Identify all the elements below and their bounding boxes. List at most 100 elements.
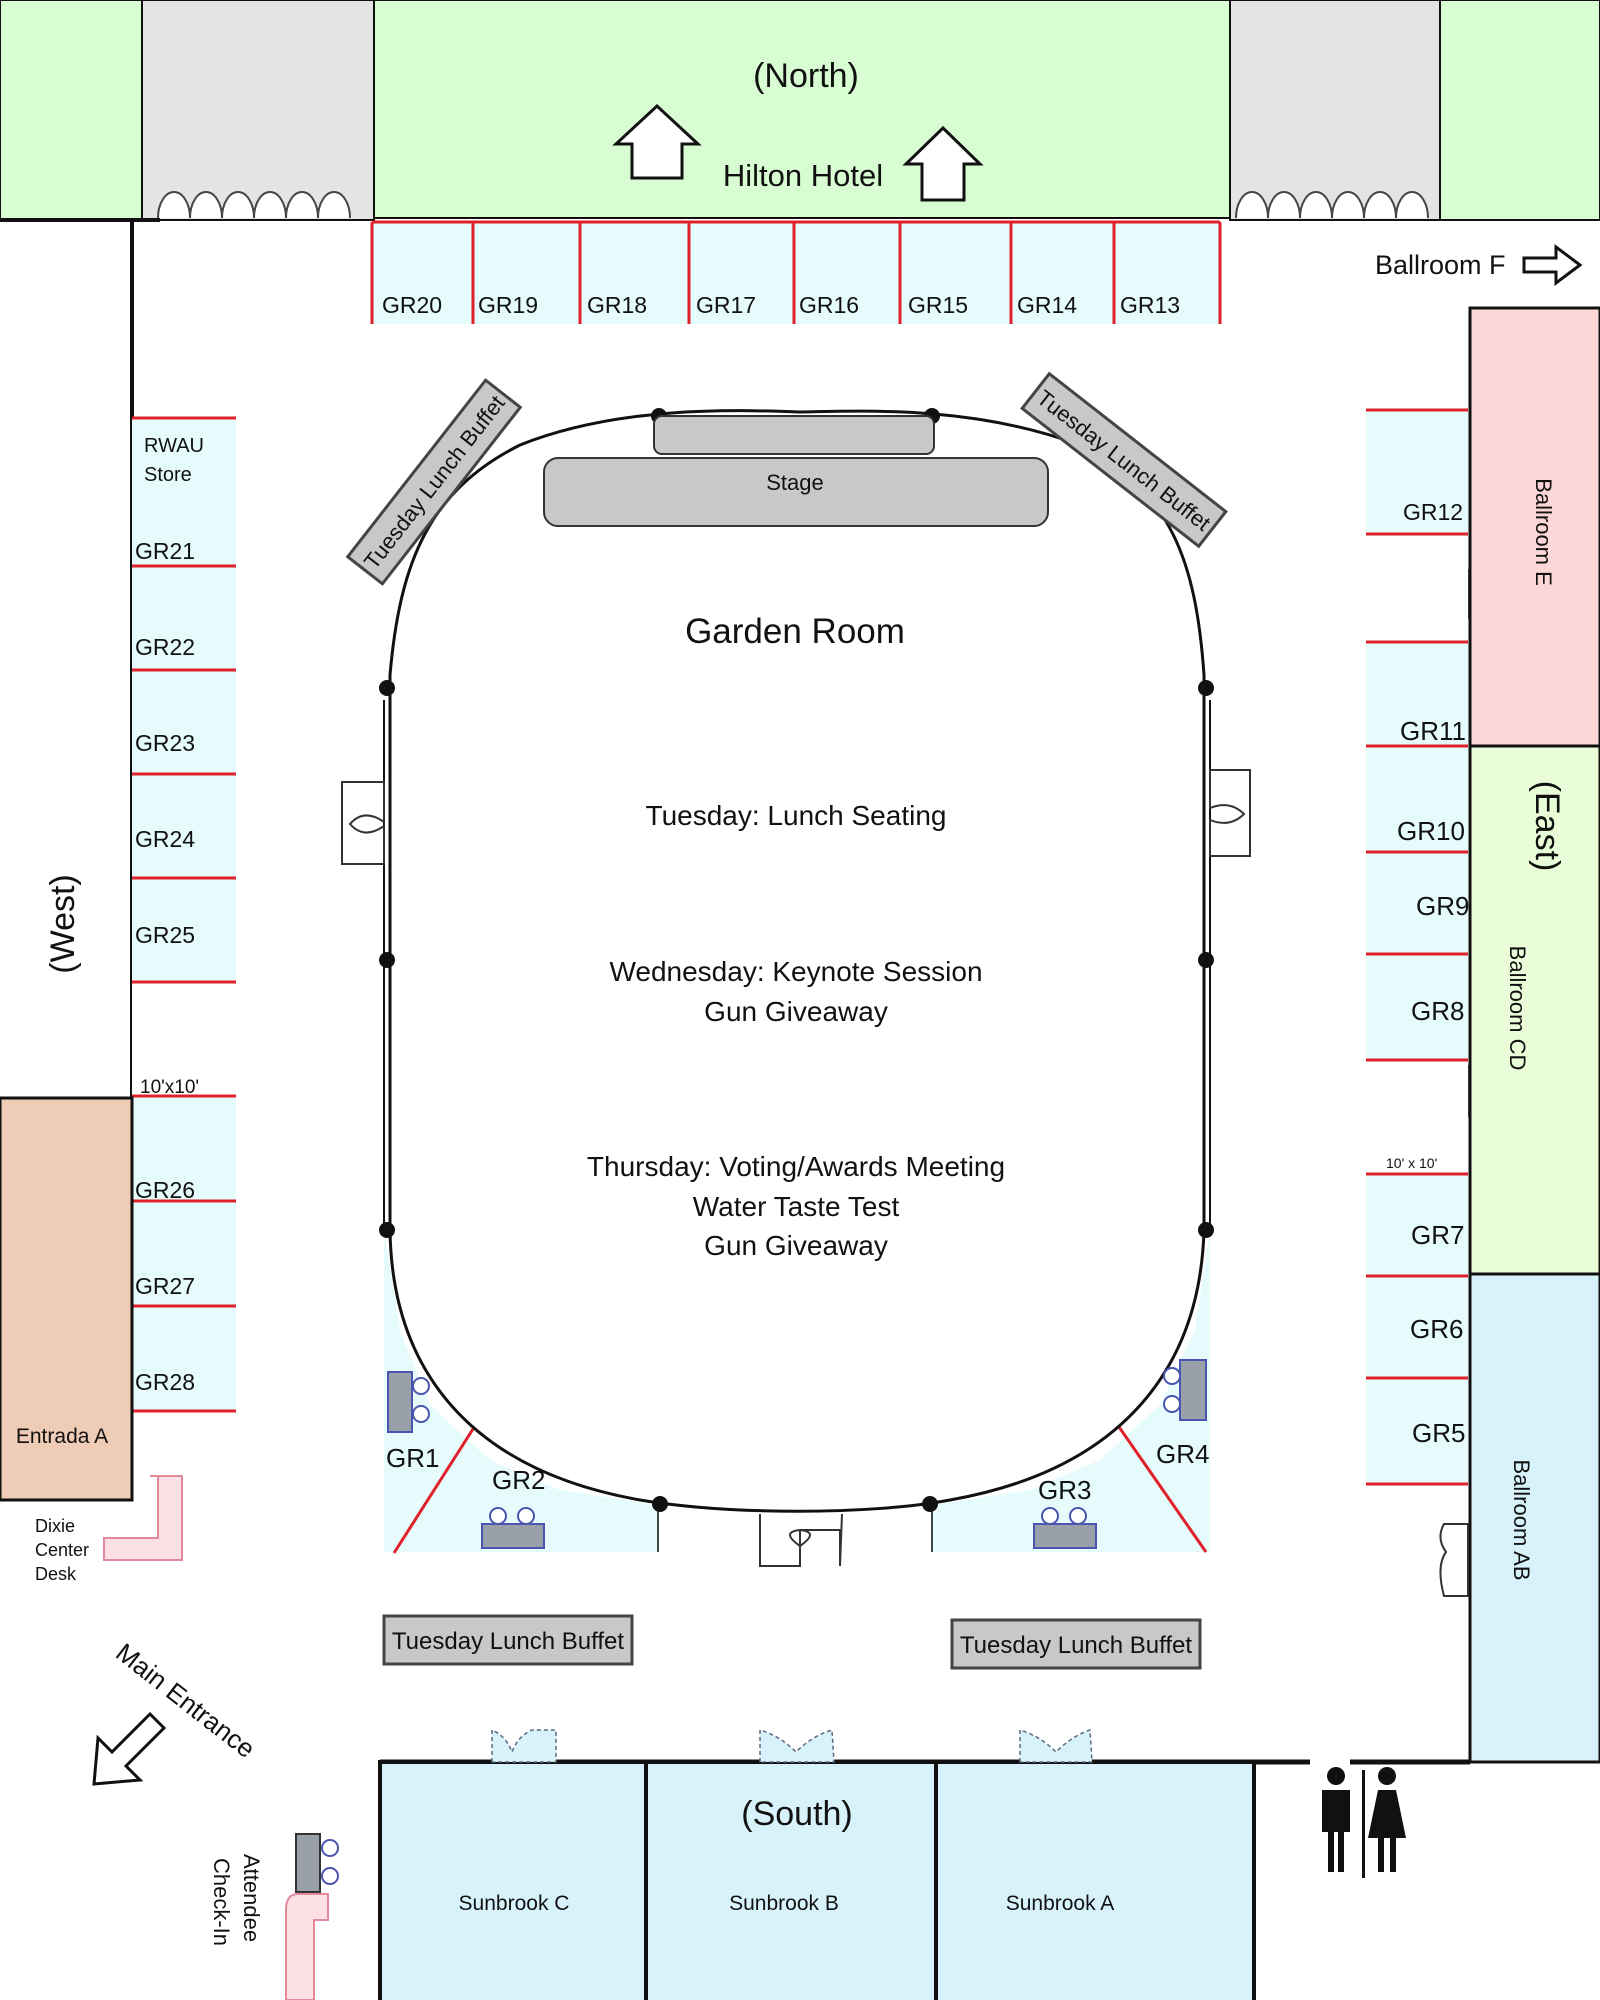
booth-gr17[interactable]: GR17	[696, 292, 756, 318]
sunbrook-c-label: Sunbrook C	[459, 1892, 570, 1915]
north-gray-right	[1229, 0, 1441, 221]
booth-gr19[interactable]: GR19	[478, 292, 538, 318]
booth-gr27[interactable]: GR27	[135, 1273, 195, 1299]
gr3-gr4-booth-area	[932, 1230, 1210, 1552]
booth-divider	[1108, 1413, 1208, 1553]
booth-gr6[interactable]: GR6	[1410, 1314, 1463, 1344]
booth-gr24[interactable]: GR24	[135, 826, 195, 852]
north-green-left	[0, 0, 143, 221]
booth-gr15[interactable]: GR15	[908, 292, 968, 318]
booth-gr9[interactable]: GR9	[1416, 891, 1469, 921]
booth-gr3[interactable]: GR3	[1038, 1475, 1091, 1505]
north-label: (North)	[753, 57, 859, 95]
sunbrook-a-door[interactable]	[1019, 1728, 1093, 1763]
rwau-store-label[interactable]: Store	[144, 464, 192, 486]
gr1-gr2-booth-area	[384, 1230, 658, 1552]
gr1-table	[387, 1371, 413, 1433]
north-doors-left	[157, 191, 351, 219]
booth-gr13[interactable]: GR13	[1120, 292, 1180, 318]
booth-gr4[interactable]: GR4	[1156, 1439, 1209, 1469]
pillar	[1198, 680, 1214, 696]
sunbrook-a-label: Sunbrook A	[1006, 1892, 1115, 1915]
ballroom-ab	[1468, 1272, 1600, 1764]
chair-icon	[1069, 1507, 1087, 1525]
garden-door-west[interactable]	[341, 781, 385, 865]
booth-gr18[interactable]: GR18	[587, 292, 647, 318]
right-arrow-icon	[1522, 244, 1583, 286]
chair-icon	[1163, 1395, 1181, 1413]
ballroom-ab-door[interactable]	[1439, 1523, 1469, 1597]
attendee-checkin-label: Check-In	[209, 1858, 234, 1946]
stage	[543, 457, 1049, 527]
garden-door-south[interactable]	[759, 1513, 843, 1567]
west-booth-column	[132, 418, 236, 1412]
dixie-desk-label: Center	[35, 1540, 89, 1560]
attendee-checkin-label: Attendee	[239, 1854, 264, 1942]
up-arrow-icon	[612, 103, 702, 180]
schedule-thursday: Water Taste Test	[693, 1191, 900, 1222]
ballroom-e	[1468, 306, 1600, 748]
garden-door-east[interactable]	[1209, 769, 1251, 857]
stage-top	[653, 415, 935, 455]
ballroom-ab-label: Ballroom AB	[1509, 1459, 1534, 1580]
booth-gr26[interactable]: GR26	[135, 1177, 195, 1203]
chair-icon	[489, 1507, 507, 1525]
down-left-arrow-icon[interactable]	[92, 1711, 167, 1786]
schedule-tuesday: Tuesday: Lunch Seating	[646, 800, 947, 831]
checkin-table	[295, 1833, 321, 1893]
sunbrook-c	[378, 1760, 648, 2000]
buffet-south-left	[382, 1614, 634, 1666]
booth-gr22[interactable]: GR22	[135, 634, 195, 660]
restroom-icon	[1322, 1767, 1406, 1878]
booth-gr10[interactable]: GR10	[1397, 816, 1465, 846]
west-label: (West)	[44, 874, 82, 973]
chair-icon	[1163, 1367, 1181, 1385]
north-green-right	[1439, 0, 1600, 221]
buffet-label: Tuesday Lunch Buffet	[960, 1632, 1192, 1659]
chair-icon	[321, 1867, 339, 1885]
gr2-table	[481, 1523, 545, 1549]
rwau-store-label[interactable]: RWAU	[144, 435, 204, 457]
pillar	[652, 1496, 668, 1512]
dixie-desk-label: Desk	[35, 1564, 77, 1584]
schedule-thursday: Gun Giveaway	[704, 1230, 888, 1261]
chair-icon	[517, 1507, 535, 1525]
east-booth-gap	[1366, 536, 1468, 642]
booth-gr5[interactable]: GR5	[1412, 1418, 1465, 1448]
booth-gr16[interactable]: GR16	[799, 292, 859, 318]
booth-gr21[interactable]: GR21	[135, 538, 195, 564]
pillar	[379, 680, 395, 696]
booth-gr28[interactable]: GR28	[135, 1369, 195, 1395]
booth-gr11[interactable]: GR11	[1400, 716, 1466, 746]
booth-gr23[interactable]: GR23	[135, 730, 195, 756]
booth-gr12[interactable]: GR12	[1403, 499, 1463, 525]
entrada-a-room	[0, 1096, 134, 1502]
booth-gr2[interactable]: GR2	[492, 1465, 545, 1495]
booth-divider	[392, 1417, 482, 1554]
garden-room-outline	[388, 409, 1206, 1513]
chair-icon	[412, 1405, 430, 1423]
entrada-a-label: Entrada A	[16, 1425, 108, 1448]
sunbrook-c-door[interactable]	[491, 1728, 557, 1763]
hilton-hotel-area	[373, 0, 1231, 219]
up-arrow-icon	[902, 125, 984, 202]
schedule-wednesday: Gun Giveaway	[704, 996, 888, 1027]
south-label: (South)	[741, 1795, 853, 1833]
sunbrook-b-door[interactable]	[759, 1728, 835, 1763]
booth-size-east: 10' x 10'	[1386, 1155, 1437, 1171]
chair-icon	[321, 1839, 339, 1857]
sunbrook-b-label: Sunbrook B	[729, 1892, 839, 1915]
north-booth-row	[372, 222, 1220, 324]
booth-gr1[interactable]: GR1	[386, 1443, 439, 1473]
ballroom-e-label: Ballroom E	[1531, 478, 1556, 586]
booth-gr20[interactable]: GR20	[382, 292, 442, 318]
booth-gr8[interactable]: GR8	[1411, 996, 1464, 1026]
booth-gr14[interactable]: GR14	[1017, 292, 1077, 318]
ballroom-f-label: Ballroom F	[1375, 250, 1506, 280]
sunbrook-a	[934, 1760, 1256, 2000]
north-gray-left	[141, 0, 375, 221]
booth-gr7[interactable]: GR7	[1411, 1220, 1464, 1250]
booth-gr25[interactable]: GR25	[135, 922, 195, 948]
schedule-thursday: Thursday: Voting/Awards Meeting	[587, 1151, 1005, 1182]
